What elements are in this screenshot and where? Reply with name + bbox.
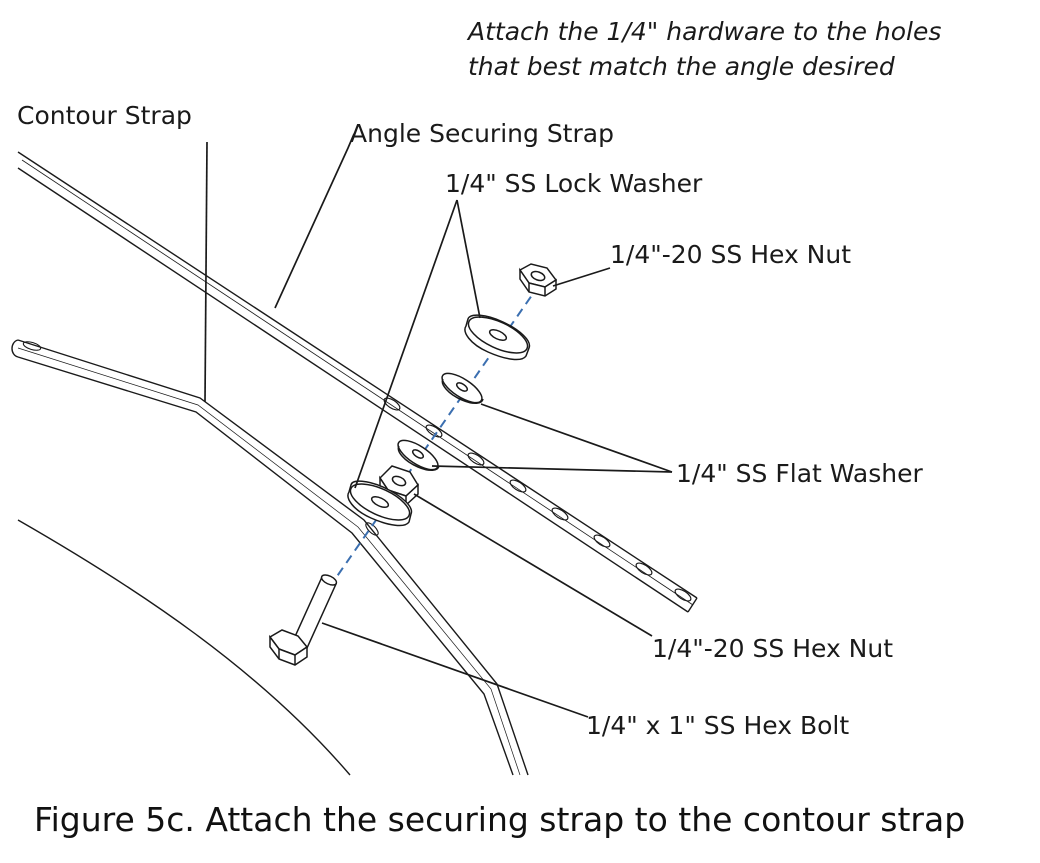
leader-hex-bolt [321, 622, 589, 718]
instruction-note-line-1: Attach the 1/4" hardware to the holes [468, 17, 942, 46]
label-hex-nut-bottom: 1/4"-20 SS Hex Nut [652, 634, 894, 663]
top-lock-washer [464, 314, 531, 361]
label-hex-nut-top: 1/4"-20 SS Hex Nut [610, 240, 852, 269]
strap-holes [383, 397, 692, 602]
label-lock-washer: 1/4" SS Lock Washer [445, 169, 703, 198]
leader-flat-washer-bottom [431, 465, 673, 473]
assembly-axis [321, 271, 549, 599]
label-contour-strap: Contour Strap [17, 101, 192, 130]
label-flat-washer: 1/4" SS Flat Washer [676, 459, 923, 488]
background-arc [17, 519, 351, 776]
leader-lock-washer-top [456, 199, 481, 319]
figure-caption: Figure 5c. Attach the securing strap to … [34, 800, 966, 839]
instruction-note-line-2: that best match the angle desired [468, 52, 895, 81]
leader-hex-nut-top [552, 267, 611, 287]
leader-flat-washer-top [480, 403, 673, 473]
top-flat-washer [441, 372, 484, 404]
bottom-flat-washer [397, 439, 440, 471]
leader-angle-strap [274, 133, 355, 309]
bottom-lock-washer [347, 480, 413, 527]
top-hex-nut [518, 263, 558, 297]
leader-lines [204, 133, 673, 718]
label-angle-securing-strap: Angle Securing Strap [350, 119, 614, 148]
leader-contour-strap [204, 141, 208, 403]
leader-hex-nut-bottom [413, 493, 653, 637]
leader-lock-washer-bottom [354, 199, 458, 489]
hex-bolt [268, 574, 338, 666]
label-hex-bolt: 1/4" x 1" SS Hex Bolt [586, 711, 850, 740]
contour-strap [11, 339, 529, 776]
angle-securing-strap [17, 151, 698, 613]
